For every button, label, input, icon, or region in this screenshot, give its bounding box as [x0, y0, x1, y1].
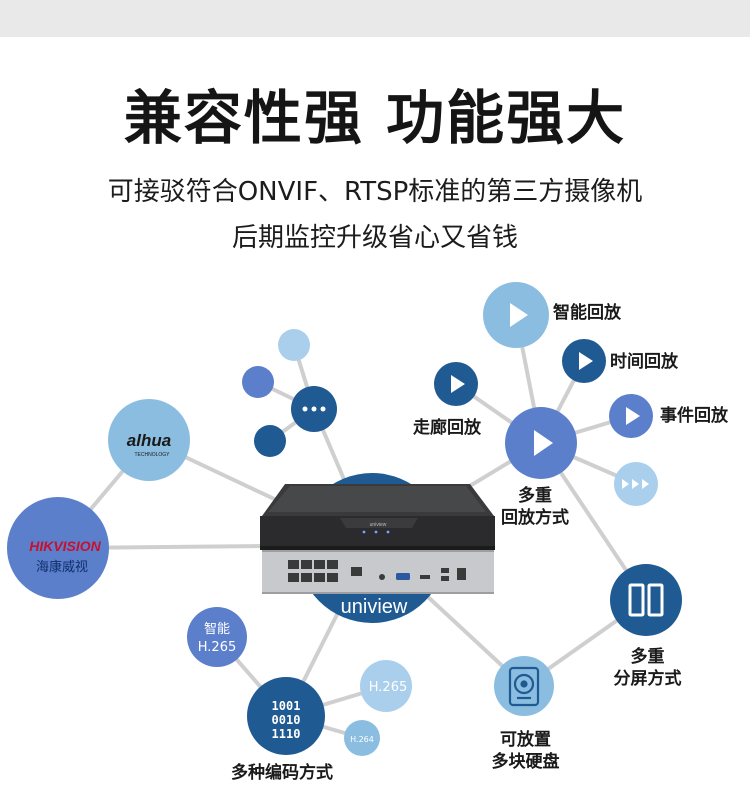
h265-circle: [360, 660, 412, 712]
label-multi-playback: 多重 回放方式: [495, 485, 575, 529]
binary-line-1: 1001: [272, 699, 301, 713]
h264-text: H.264: [350, 735, 374, 744]
subtitle-line-1: 可接驳符合ONVIF、RTSP标准的第三方摄像机: [107, 177, 643, 207]
hard-disk-icon: [508, 666, 540, 707]
hdmi-port: [420, 575, 430, 579]
power-port: [457, 568, 466, 580]
h265-text: H.265: [369, 680, 408, 695]
smart-h265-circle: [187, 607, 247, 667]
top-gray-bar: [0, 0, 750, 37]
dahua-logo-subtext: TECHNOLOGY: [134, 452, 170, 458]
hikvision-logo-text: HIKVISION: [29, 538, 101, 554]
usb-port-1: [441, 568, 449, 573]
label-multi-playback-line2: 回放方式: [501, 508, 569, 528]
label-split-screen: 多重 分屏方式: [600, 646, 695, 690]
h264-circle: [344, 720, 380, 756]
dahua-circle: [108, 399, 190, 481]
ethernet-ports: [288, 560, 362, 582]
more-dots-icon: [302, 406, 326, 412]
vga-port: [396, 573, 410, 580]
label-encoding: 多种编码方式: [231, 763, 333, 783]
play-icon: [626, 407, 640, 425]
usb-port-2: [441, 576, 449, 581]
device-brand-small: uniview: [370, 522, 387, 528]
headline-title: 兼容性强 功能强大: [123, 84, 627, 152]
play-icon: [510, 303, 528, 327]
hikvision-circle: [7, 497, 109, 599]
deco-circle-dark: [254, 425, 286, 457]
label-smart-playback: 智能回放: [553, 303, 621, 323]
binary-line-3: 1110: [272, 727, 301, 741]
split-screen-circle: [610, 564, 682, 636]
label-hard-disk-line2: 多块硬盘: [491, 752, 560, 772]
split-screen-icon: [628, 583, 664, 617]
smart-h265-line1: 智能: [204, 622, 230, 637]
label-multi-playback-line1: 多重: [518, 486, 552, 506]
dahua-logo-text: alhua: [127, 431, 171, 450]
binary-code-circle: [247, 677, 325, 755]
play-icon: [579, 352, 593, 370]
audio-port: [379, 574, 385, 580]
deco-circle-light: [278, 329, 310, 361]
binary-line-2: 0010: [272, 713, 301, 727]
uniview-hub-text: uniview: [341, 596, 408, 618]
play-icon: [451, 375, 465, 393]
label-hard-disk-line1: 可放置: [500, 730, 551, 750]
hikvision-logo-cn: 海康威视: [36, 559, 88, 575]
nvr-device: uniview: [260, 484, 495, 594]
label-split-screen-line1: 多重: [630, 647, 665, 667]
subtitle-line-2: 后期监控升级省心又省钱: [231, 223, 518, 253]
smart-h265-line2: H.265: [198, 640, 237, 655]
label-split-screen-line2: 分屏方式: [613, 669, 682, 689]
more-play-icons: [622, 479, 649, 489]
deco-circle-mid: [242, 366, 274, 398]
label-event-playback: 事件回放: [660, 406, 728, 426]
label-hard-disk: 可放置 多块硬盘: [478, 729, 573, 773]
label-time-playback: 时间回放: [610, 352, 678, 372]
play-icon: [534, 430, 553, 456]
label-corridor-playback: 走廊回放: [413, 418, 481, 438]
